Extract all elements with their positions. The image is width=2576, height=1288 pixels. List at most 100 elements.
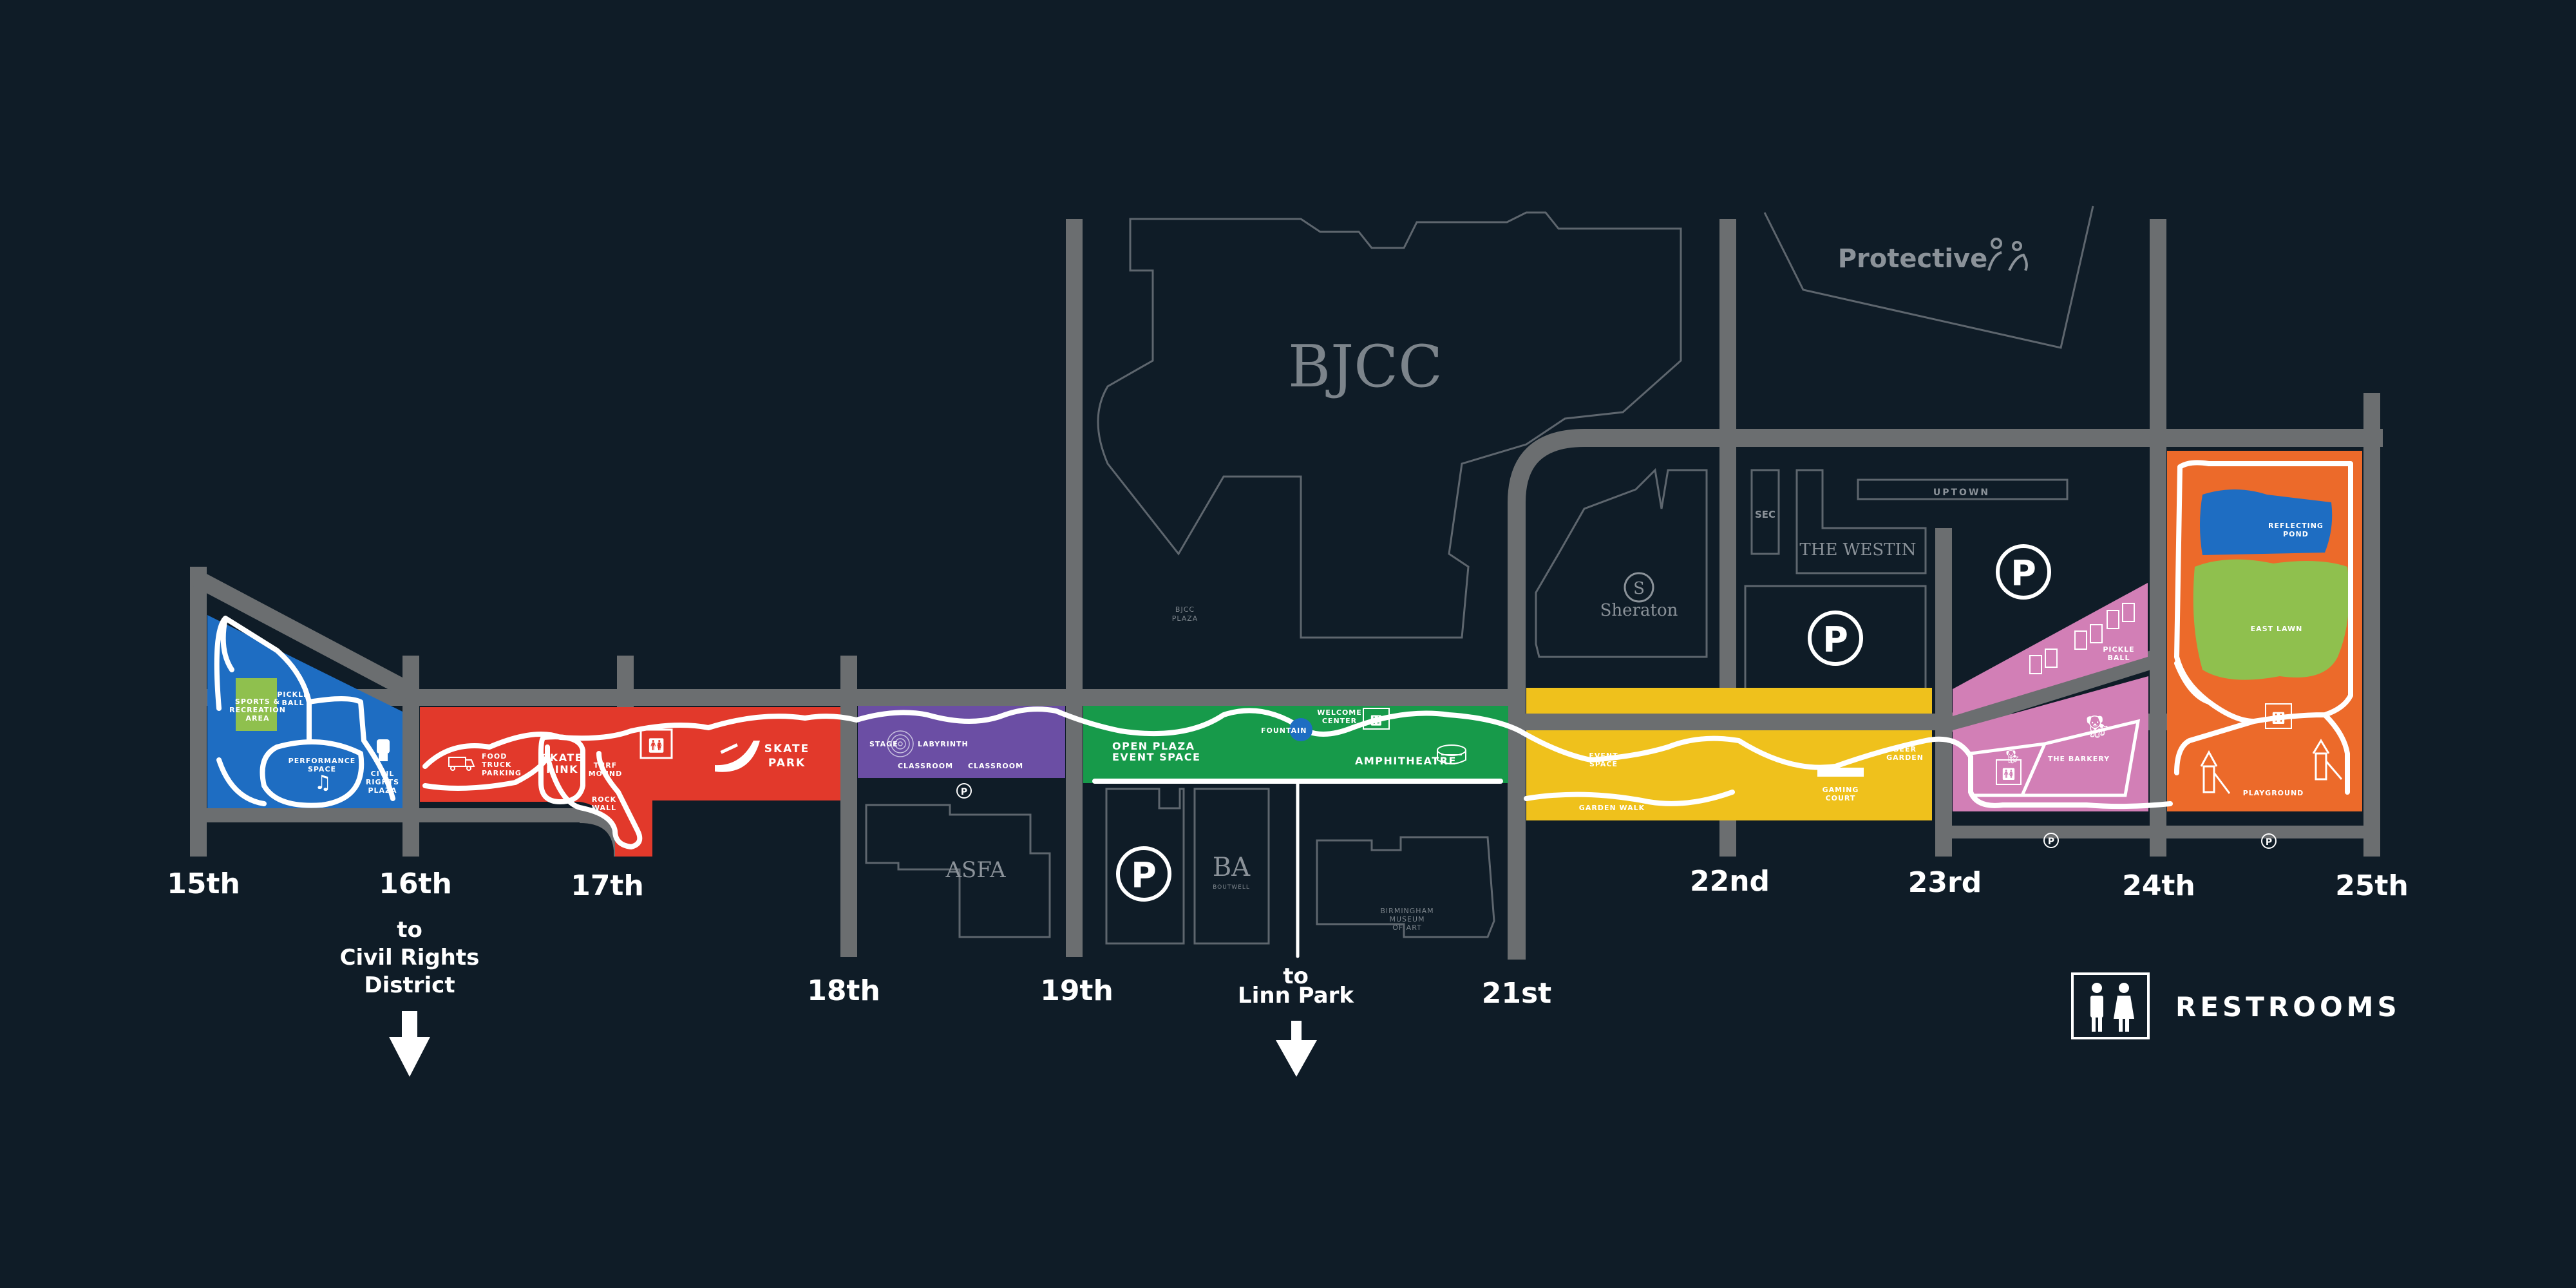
main-trail [422, 706, 2173, 810]
playground-icon-right [2312, 739, 2343, 781]
restroom-legend-icon-frame [2071, 972, 2150, 1039]
paths-layer [214, 460, 2353, 958]
svg-text:P: P [2048, 837, 2054, 847]
diagonal-street [193, 567, 412, 702]
skate-rink-label-2: RINK [546, 763, 578, 775]
pink-zone-path [1969, 719, 2141, 797]
pickleball-blue-label-1: PICKLE [277, 690, 308, 699]
parking-icon-small-pink: P [2043, 833, 2059, 848]
roads-layer [190, 219, 2383, 960]
museum-building [1316, 836, 1495, 938]
open-plaza-label-1: OPEN PLAZA [1112, 740, 1195, 752]
civil-rights-direction-1: to [397, 917, 422, 943]
restroom-markers: 🚻︎ 🚻︎ 🚻︎ 🚻︎ [639, 703, 2292, 785]
sheraton-label: Sheraton [1600, 601, 1678, 620]
rock-wall-label-1: ROCK [592, 795, 616, 804]
svg-text:🚻︎: 🚻︎ [2271, 712, 2286, 725]
street-label-19th: 19th [1040, 974, 1113, 1007]
sports-area [236, 678, 277, 731]
street-label-15th: 15th [167, 867, 240, 900]
direction-civil-rights: to Civil Rights District [340, 917, 480, 1077]
protective-building [1763, 205, 2094, 349]
civil-rights-direction-3: District [364, 972, 455, 998]
uptown-label: UPTOWN [1933, 488, 1990, 498]
westin-building [1795, 469, 1927, 574]
gaming-court-label-2: COURT [1826, 794, 1856, 802]
pickleball-courts-pink [2029, 603, 2135, 674]
skate-park-label-1: SKATE [764, 743, 810, 755]
reflecting-pond-label-2: POND [2283, 530, 2309, 538]
arrow-down-icon [389, 1011, 430, 1077]
parking-icon-19th: P [1116, 846, 1171, 902]
labyrinth-icon [887, 730, 914, 757]
street-15th [190, 567, 207, 857]
upper-street [1508, 429, 2383, 960]
food-truck-label-3: PARKING [482, 769, 522, 777]
street-25th [2363, 393, 2380, 857]
blue-zone-path [214, 616, 395, 808]
svg-text:P: P [1131, 855, 1157, 896]
event-space-label-2: SPACE [1589, 760, 1618, 768]
parking-icon-small-purple: P [956, 783, 972, 799]
street-24th [2150, 219, 2166, 857]
restroom-icon-pink: 🚻︎ [1996, 759, 2022, 785]
open-plaza-label-2: EVENT SPACE [1112, 751, 1200, 763]
svg-text:P: P [1823, 620, 1848, 660]
gaming-court-label-1: GAMING [1823, 786, 1859, 794]
bjcc-plaza-label-2: PLAZA [1172, 614, 1198, 623]
linn-park-direction-1: to [1283, 963, 1309, 989]
performance-label-2: SPACE [308, 765, 336, 773]
lower-street-east [1935, 826, 2380, 838]
svg-text:P: P [961, 787, 967, 797]
turf-mound-label-1: TURF [594, 761, 617, 770]
fist-icon [377, 739, 390, 761]
museum-label-1: BIRMINGHAM [1380, 907, 1434, 915]
food-truck-label-1: FOOD [482, 752, 507, 761]
garden-walk-label: GARDEN WALK [1579, 804, 1645, 812]
street-labels: 15th 16th 17th 18th 19th 21st 22nd 23rd … [167, 865, 2409, 1010]
zone-green [1083, 706, 1508, 783]
asfa-label: ASFA [945, 857, 1005, 883]
zone-labels: SPORTS & RECREATION AREA PICKLE BALL PER… [229, 522, 2323, 812]
zone-yellow [1526, 730, 1932, 820]
amphitheatre-label: AMPHITHEATRE [1355, 755, 1457, 767]
sports-area-label-3: AREA [245, 714, 269, 723]
zone-purple [858, 706, 1065, 778]
pickleball-pink-label-2: BALL [2108, 654, 2130, 662]
sheraton-logo-icon: S [1624, 572, 1654, 603]
museum-label-3: OF ART [1392, 923, 1422, 932]
sports-area-label-2: RECREATION [229, 706, 286, 714]
civil-rights-plaza-label-2: RIGHTS [366, 778, 399, 786]
restroom-icon-green: 🚻︎ [1363, 708, 1390, 730]
skate-park-label-2: PARK [768, 757, 806, 770]
svg-text:🚻︎: 🚻︎ [1370, 714, 1383, 726]
street-label-18th: 18th [807, 974, 880, 1007]
sec-building [1750, 469, 1780, 555]
bjcc-building [1097, 211, 1682, 639]
street-label-24th: 24th [2122, 869, 2195, 902]
welcome-center-label-2: CENTER [1322, 717, 1357, 725]
street-17th-stub [617, 656, 634, 714]
dog-icon-large: 🐕︎ [2083, 714, 2111, 740]
parking-icon-22nd: P [1808, 611, 1863, 666]
garden-walk-path [1524, 790, 1735, 806]
civil-rights-direction-2: Civil Rights [340, 945, 480, 971]
parking-markers: P P P P P P [956, 544, 2277, 902]
street-label-25th: 25th [2335, 869, 2409, 902]
welcome-center-label-1: WELCOME [1317, 708, 1362, 717]
boutwell-label: BA [1213, 853, 1251, 882]
parking-icon-small-orange: P [2261, 833, 2277, 849]
bjcc-label: BJCC [1288, 333, 1443, 401]
svg-text:S: S [1633, 579, 1645, 598]
performance-label-1: PERFORMANCE [289, 757, 356, 765]
restroom-icon-orange: 🚻︎ [2265, 703, 2292, 729]
zone-yellow-upper [1526, 688, 1932, 714]
street-18th [840, 656, 857, 957]
buildings-layer [865, 205, 2094, 945]
classroom-label-1: CLASSROOM [898, 762, 953, 770]
food-truck-icon [448, 757, 475, 771]
sheraton-building [1535, 468, 1708, 658]
street-23rd [1935, 528, 1952, 857]
gaming-court-icon [1817, 768, 1864, 777]
